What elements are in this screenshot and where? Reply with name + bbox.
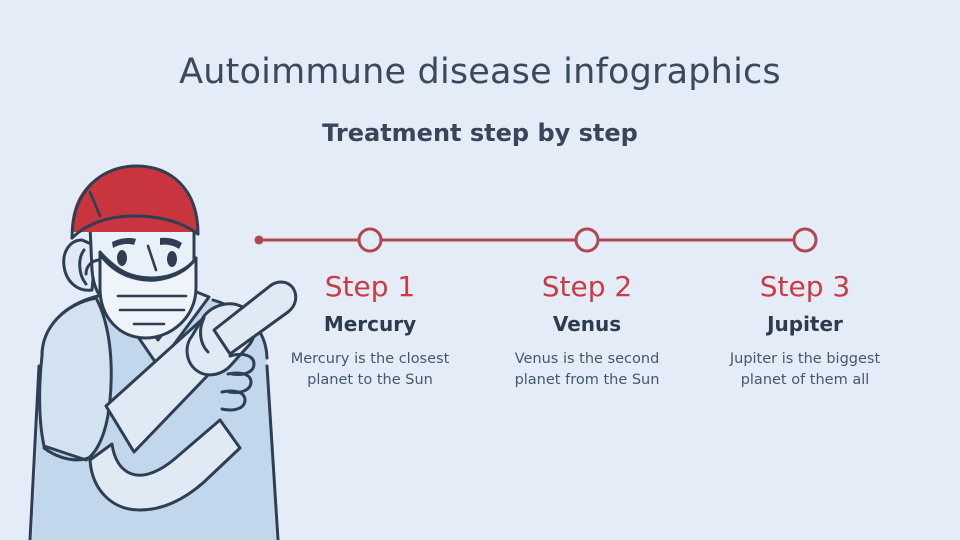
eyebrow-right — [160, 237, 182, 249]
mask-top-edge — [98, 252, 198, 282]
cap-brim — [70, 214, 200, 240]
timeline-svg — [254, 227, 818, 253]
timeline-node-3[interactable] — [792, 227, 818, 253]
torso-side-right — [265, 364, 280, 540]
step-column-2[interactable]: Step 2 Venus Venus is the second planet … — [487, 272, 687, 391]
medical-worker-svg — [28, 164, 298, 540]
eye-left — [117, 250, 127, 266]
index-finger — [212, 280, 298, 356]
mask-strap — [84, 258, 102, 276]
timeline-node-1[interactable] — [357, 227, 383, 253]
sleeve-hem-left — [42, 446, 90, 462]
eye-right — [167, 251, 177, 267]
timeline — [0, 206, 960, 276]
step-label: Step 2 — [541, 270, 633, 303]
torso-side-left — [28, 364, 41, 540]
step-description: Mercury is the closest planet to the Sun — [290, 351, 450, 388]
thumb-crease — [199, 316, 210, 354]
step-description: Jupiter is the biggest planet of them al… — [729, 351, 881, 388]
cap-detail-stroke — [88, 190, 102, 218]
pointing-arm — [88, 418, 242, 512]
step-description: Venus is the second planet from the Sun — [514, 351, 660, 388]
step-name: Jupiter — [767, 312, 843, 337]
timeline-start-dot — [254, 235, 264, 245]
surgical-cap-fill — [71, 166, 198, 232]
step-name: Mercury — [323, 312, 417, 337]
step-label: Step 3 — [759, 270, 851, 303]
ear-inner — [78, 248, 88, 286]
page-subtitle: Treatment step by step — [322, 119, 638, 147]
step-label: Step 1 — [324, 270, 416, 303]
timeline-node-2[interactable] — [574, 227, 600, 253]
shoulder-sleeve-left — [38, 296, 113, 462]
nose — [146, 244, 158, 272]
surgical-cap-outline — [70, 164, 200, 240]
eyebrow-left — [112, 238, 136, 248]
step-column-3[interactable]: Step 3 Jupiter Jupiter is the biggest pl… — [705, 272, 905, 391]
step-name: Venus — [552, 312, 622, 337]
folded-finger-3 — [220, 389, 247, 412]
step-column-1[interactable]: Step 1 Mercury Mercury is the closest pl… — [270, 272, 470, 391]
illustration-medical-worker — [8, 160, 308, 540]
page-title: Autoimmune disease infographics — [179, 52, 781, 92]
